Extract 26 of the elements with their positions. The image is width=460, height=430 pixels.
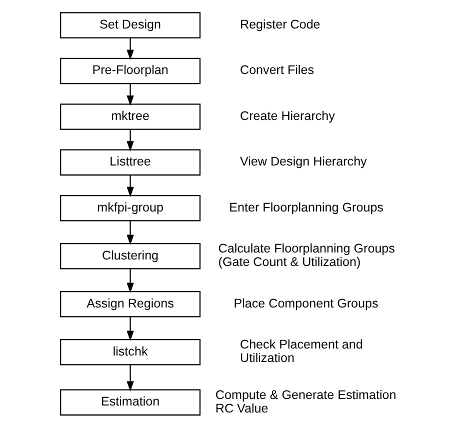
node-label: Place Component Groups xyxy=(234,296,378,310)
node-label: Convert Files xyxy=(240,63,314,78)
node-label: Calculate Floorplanning Groups (Gate Count & Utilization) xyxy=(218,241,395,270)
node-label: View Design Hierarchy xyxy=(240,154,367,169)
node-box: Listtree xyxy=(60,149,201,176)
arrow xyxy=(126,130,134,152)
arrow xyxy=(126,84,134,106)
node-box: mktree xyxy=(60,104,201,130)
node-box: Pre-Floorplan xyxy=(60,58,201,84)
arrow xyxy=(126,364,134,392)
arrow xyxy=(126,38,134,60)
node-label: Check Placement and Utilization xyxy=(240,337,363,366)
node-box: mkfpi-group xyxy=(60,195,201,222)
node-label: Compute & Generate Estimation RC Value xyxy=(215,388,396,416)
arrow xyxy=(126,220,134,246)
node-box: Clustering xyxy=(60,243,201,270)
node-label: Enter Floorplanning Groups xyxy=(229,200,384,214)
node-box: listchk xyxy=(60,339,201,366)
node-box: Estimation xyxy=(60,389,201,416)
node-box: Assign Regions xyxy=(60,291,201,318)
arrow xyxy=(126,175,134,198)
node-label: Register Code xyxy=(240,17,320,32)
node-box: Set Design xyxy=(60,12,201,38)
arrow xyxy=(126,268,134,294)
node-label: Create Hierarchy xyxy=(240,108,335,123)
arrow xyxy=(126,316,134,342)
